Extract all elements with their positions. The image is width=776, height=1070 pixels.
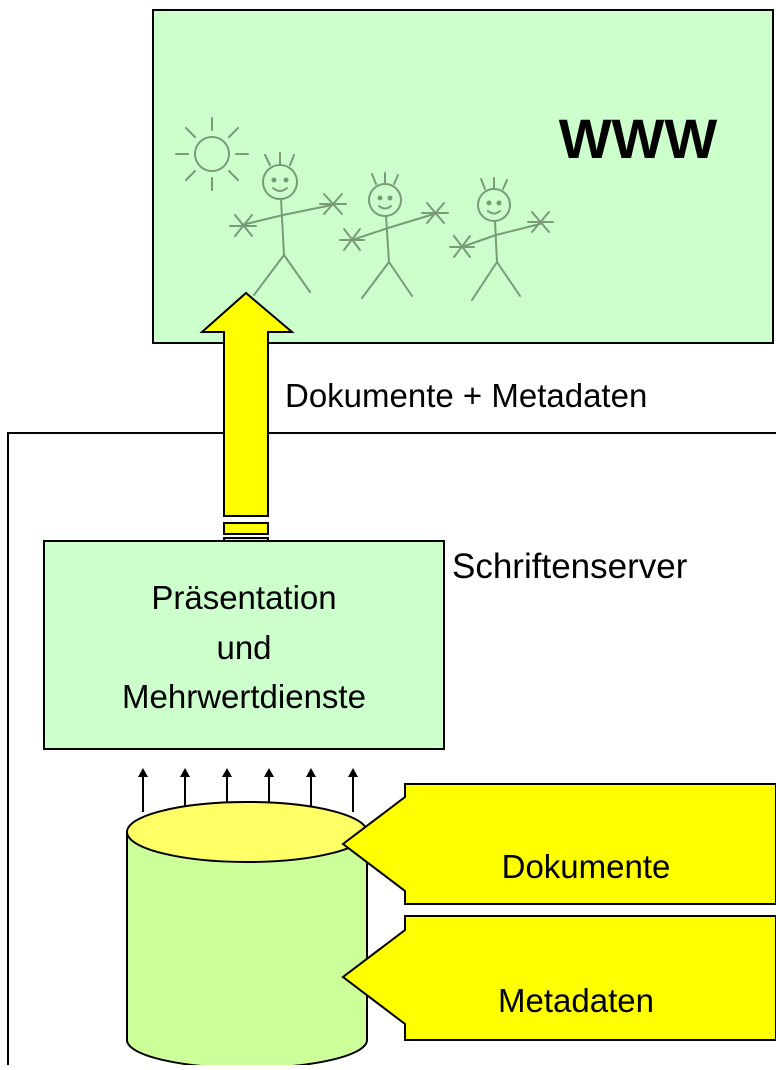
server-outline [7,432,776,1065]
stick-figure-3 [449,177,554,301]
small-up-arrow-head [348,768,358,777]
up-arrow [199,291,295,550]
metadata-input-label: Metadaten [498,982,654,1019]
presentation-line-1: Präsentation [151,579,336,616]
metadata-input-arrow [341,915,776,1041]
documents-input-label: Dokumente [502,848,671,885]
www-box [152,9,774,344]
sun-icon [175,117,249,191]
small-up-arrow-head [180,768,190,777]
presentation-line-2: und [216,629,271,666]
stick-figures-drawing [175,117,554,301]
database-cylinder [126,801,368,1069]
www-title: WWW [559,107,718,170]
small-up-arrow-head [138,768,148,777]
presentation-line-3: Mehrwertdienste [122,678,366,715]
stick-figure-2 [339,172,449,299]
small-up-arrow-head [264,768,274,777]
documents-input-arrow [341,783,776,905]
server-label: Schriftenserver [452,547,688,586]
small-up-arrow-head [306,768,316,777]
presentation-box [43,540,445,750]
stick-figure-1 [229,152,347,296]
small-up-arrow-head [222,768,232,777]
up-arrow-label: Dokumente + Metadaten [285,377,647,414]
